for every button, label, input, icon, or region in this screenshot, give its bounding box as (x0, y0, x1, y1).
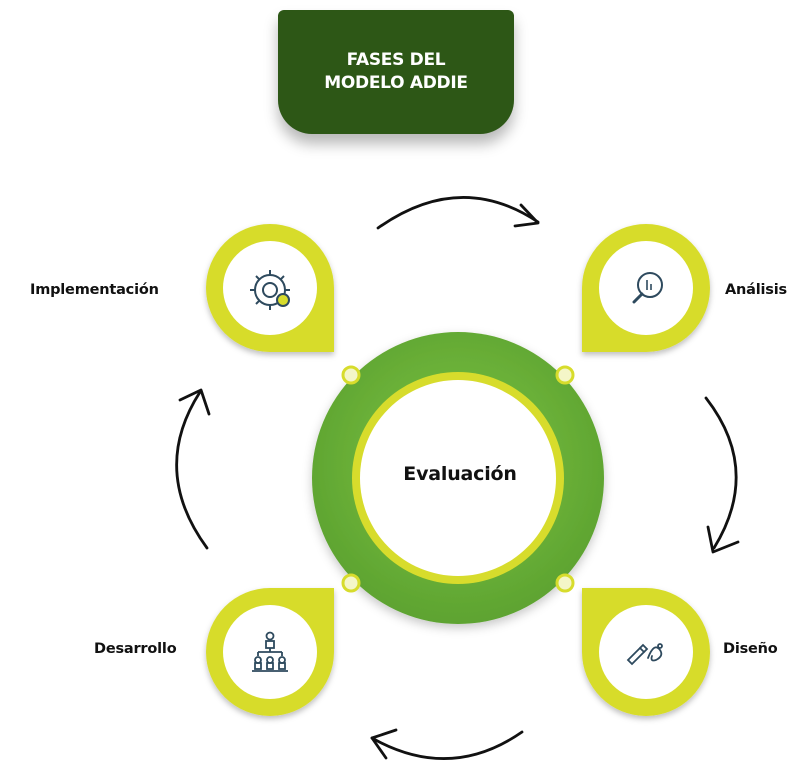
arrow-top-head (513, 203, 540, 228)
arrow-bottom (370, 730, 524, 760)
connector-dot-top-left (341, 365, 361, 385)
gear-icon (250, 270, 290, 310)
pin-implementacion (206, 224, 334, 352)
center-label: Evaluación (403, 463, 517, 485)
arrow-left-head (178, 388, 211, 416)
pin-diseno (582, 588, 710, 716)
phase-label-implementacion: Implementación (30, 282, 159, 298)
arrow-right (704, 396, 738, 550)
connector-dot-bottom-right (555, 573, 575, 593)
center-disc (360, 380, 556, 576)
pin-analisis (582, 224, 710, 352)
arrow-right-head (706, 525, 740, 554)
arrow-top (376, 196, 540, 230)
magnifier-icon (632, 272, 663, 304)
connector-dot-top-right (555, 365, 575, 385)
title-banner: FASES DEL MODELO ADDIE (278, 10, 514, 134)
title-text: FASES DEL MODELO ADDIE (324, 50, 468, 93)
phase-label-desarrollo: Desarrollo (94, 641, 177, 657)
pencil-curve-icon (626, 643, 663, 666)
arrow-bottom-head (370, 728, 398, 760)
people-hierarchy-icon (252, 631, 288, 672)
connector-dot-bottom-left (341, 573, 361, 593)
phase-label-diseno: Diseño (723, 641, 778, 657)
phase-label-analisis: Análisis (725, 282, 787, 298)
arrow-left (175, 390, 209, 550)
